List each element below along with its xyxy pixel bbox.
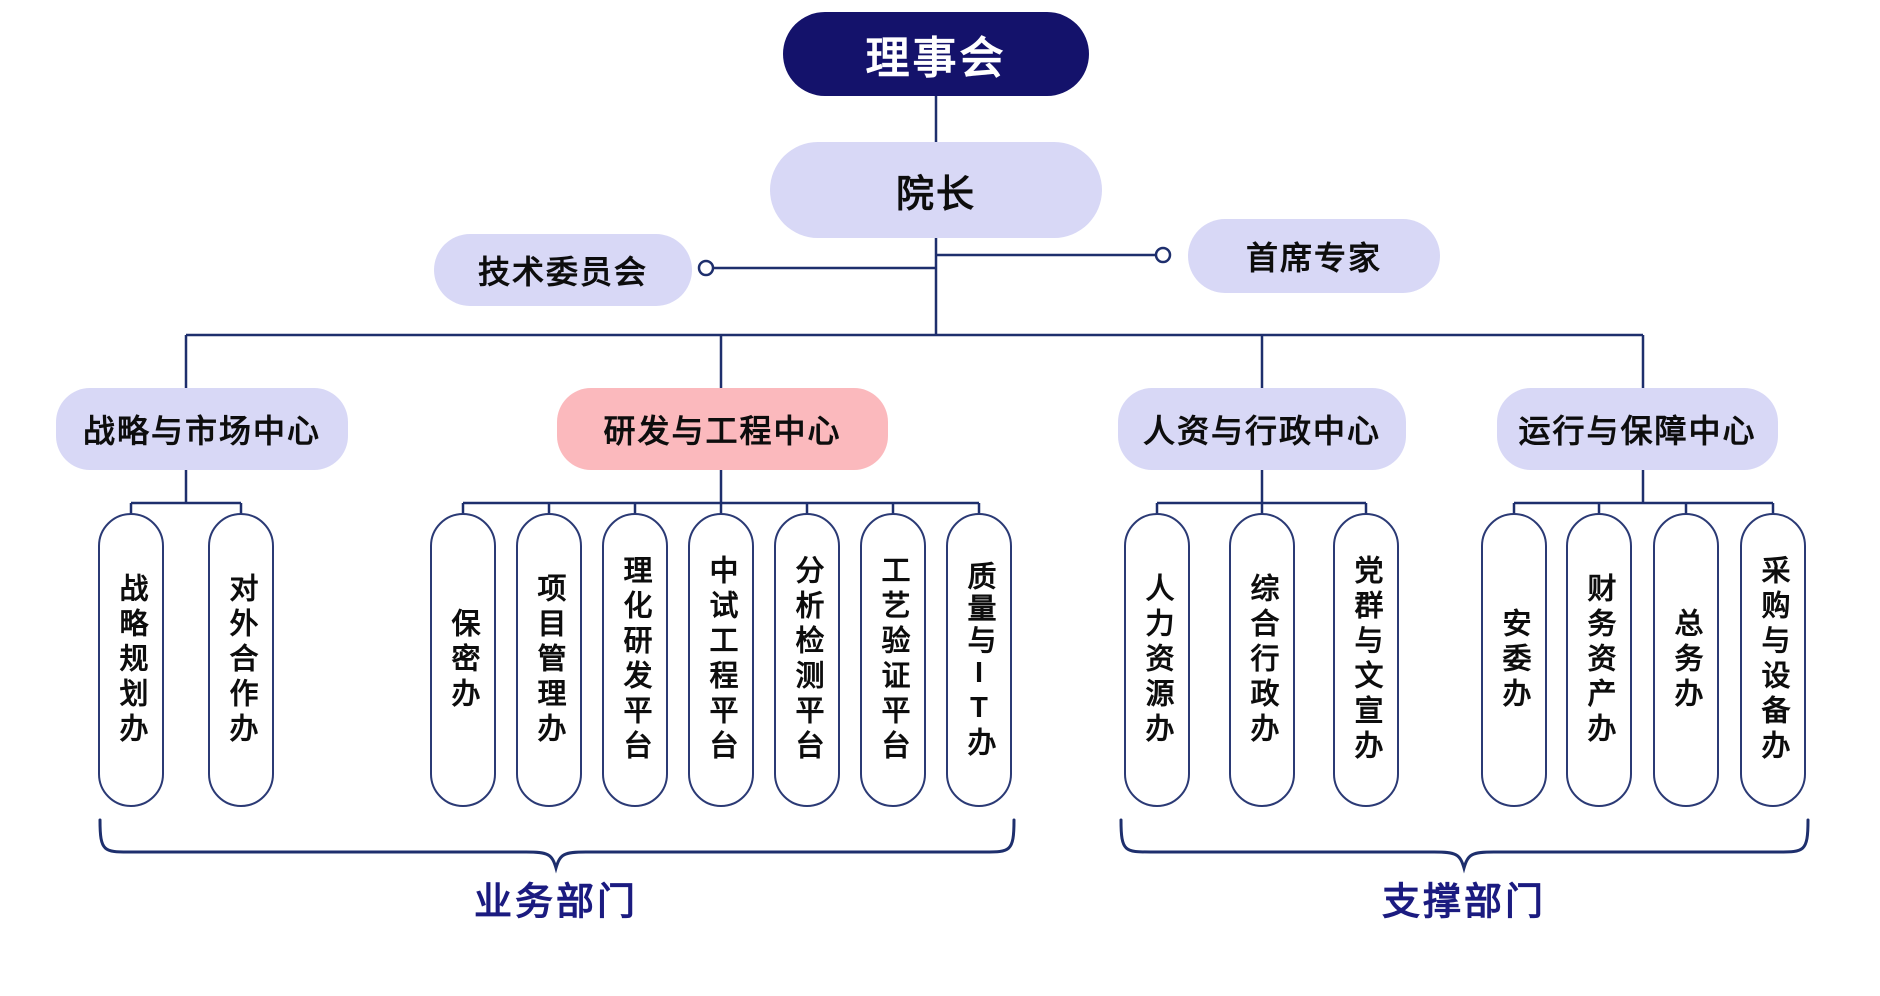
sub-dept-pill: 理化研发平台: [602, 513, 668, 807]
center-node-rd-engineering: 研发与工程中心: [557, 388, 888, 470]
sub-dept-pill: 人力资源办: [1124, 513, 1190, 807]
sub-dept-pill: 战略规划办: [98, 513, 164, 807]
center-node-strategy-market: 战略与市场中心: [56, 388, 348, 470]
sub-dept-pill: 分析检测平台: [774, 513, 840, 807]
sub-dept-pill: 党群与文宣办: [1333, 513, 1399, 807]
sub-dept-pill: 对外合作办: [208, 513, 274, 807]
sub-dept-pill: 中试工程平台: [688, 513, 754, 807]
sub-dept-pill: 财务资产办: [1566, 513, 1632, 807]
center-node-operations-support: 运行与保障中心: [1497, 388, 1778, 470]
support-departments-label: 支撑部门: [1381, 881, 1547, 924]
sub-dept-pill: 质量与IT办: [946, 513, 1012, 807]
sub-dept-pill: 采购与设备办: [1740, 513, 1806, 807]
sub-dept-pill: 综合行政办: [1229, 513, 1295, 807]
connector-dot: [697, 259, 715, 277]
sub-dept-pill: 项目管理办: [516, 513, 582, 807]
business-departments-label: 业务部门: [473, 881, 639, 924]
board-node: 理事会: [783, 12, 1089, 96]
sub-dept-pill: 安委办: [1481, 513, 1547, 807]
tech-committee-node: 技术委员会: [434, 234, 692, 306]
business-brace: [98, 818, 1016, 874]
sub-dept-pill: 总务办: [1653, 513, 1719, 807]
president-node: 院长: [770, 142, 1102, 238]
sub-dept-pill: 保密办: [430, 513, 496, 807]
chief-expert-node: 首席专家: [1188, 219, 1440, 293]
sub-dept-pill: 工艺验证平台: [860, 513, 926, 807]
connector-dot: [1154, 246, 1172, 264]
center-node-hr-admin: 人资与行政中心: [1118, 388, 1406, 470]
support-brace: [1119, 818, 1810, 874]
